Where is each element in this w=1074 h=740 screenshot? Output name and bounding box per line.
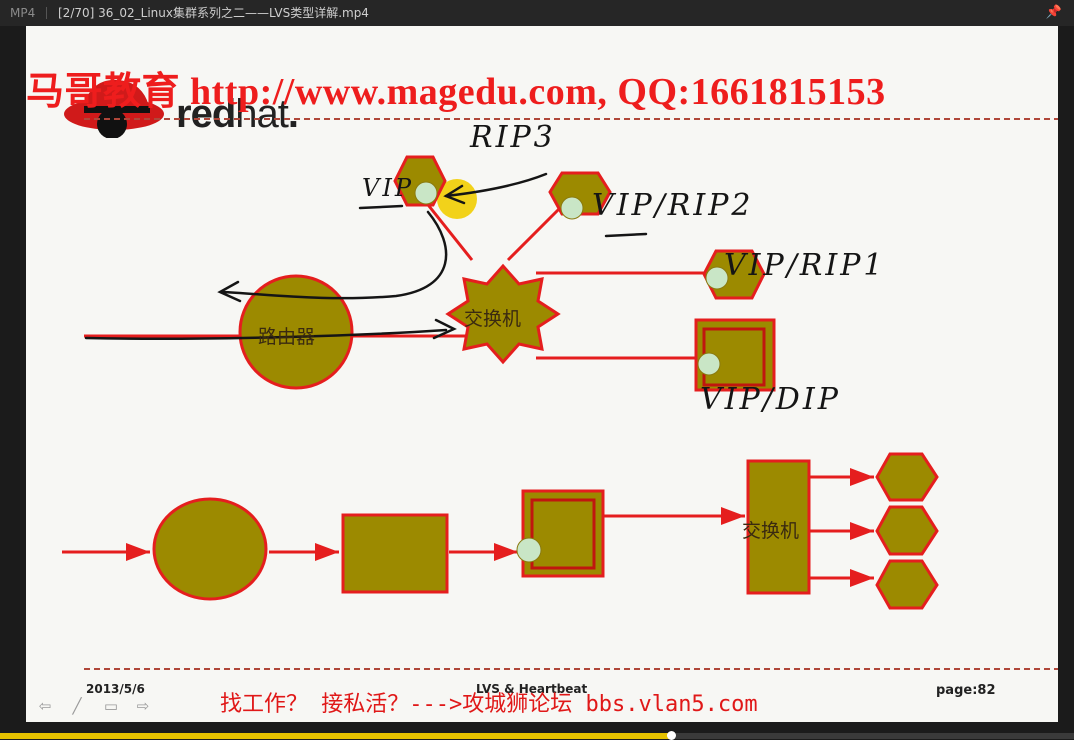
bottom-switch-label: 交换机 — [742, 520, 800, 542]
network-diagram — [62, 155, 939, 610]
ink-return-path — [220, 210, 448, 300]
router-label: 路由器 — [258, 326, 316, 348]
pen-icon[interactable]: ╱ — [72, 697, 82, 715]
video-frame: redhat. 马哥教育 http://www.magedu.com, QQ:1… — [26, 26, 1058, 722]
switch-rs3-link — [419, 195, 474, 261]
brand-hat: hat — [235, 92, 289, 136]
ink-arrowhead-rip3 — [443, 184, 466, 205]
bottom-director-inner — [530, 498, 596, 570]
handwriting-rip3: RIP3 — [470, 120, 556, 155]
menu-icon[interactable]: ▭ — [103, 697, 119, 715]
brand-red: red — [176, 92, 236, 136]
brand-wordmark: redhat. — [176, 92, 299, 137]
seek-bar[interactable] — [0, 731, 1074, 740]
file-format-label: MP4 — [10, 6, 36, 20]
top-connectors — [84, 195, 706, 360]
handwritten-annotations — [84, 172, 648, 340]
handwriting-vip-dip: VIP/DIP — [700, 382, 841, 417]
player-titlebar: MP4 [2/70] 36_02_Linux集群系列之二——LVS类型详解.mp… — [0, 0, 1074, 26]
brand-mark: . — [287, 92, 299, 136]
handwriting-vip-rip1: VIP/RIP1 — [724, 248, 886, 283]
bottom-router-node — [152, 497, 268, 601]
handwriting-vip-rip2: VIP/RIP2 — [592, 188, 754, 223]
header-rule — [84, 118, 1058, 120]
footer-topic: LVS & Heartbeat — [476, 682, 588, 696]
bottom-connectors — [62, 468, 874, 587]
divider — [46, 7, 47, 19]
router-node — [238, 274, 354, 390]
bottom-server-3 — [875, 559, 939, 610]
rs3-port — [414, 181, 438, 205]
ink-underline-vip — [358, 204, 404, 210]
ink-inbound-path — [84, 328, 448, 340]
ink-arrowhead-return — [217, 280, 242, 303]
ink-pointer-rip3 — [444, 172, 548, 198]
switch-label: 交换机 — [464, 308, 522, 330]
footer-ad: 找工作？ 接私活？--->攻城狮论坛 bbs.vlan5.com — [220, 692, 758, 717]
rs2-port — [560, 196, 584, 220]
bottom-server-1 — [875, 452, 939, 502]
page-number: page:82 — [936, 683, 996, 698]
watermark: 马哥教育 http://www.magedu.com, QQ:166181515… — [26, 71, 886, 113]
handwriting-vip: VIP — [362, 174, 414, 202]
pin-icon[interactable]: 📌 — [1045, 5, 1062, 20]
video-title: [2/70] 36_02_Linux集群系列之二——LVS类型详解.mp4 — [58, 6, 369, 20]
ink-underline-vip2 — [604, 232, 648, 238]
bottom-switch-node — [746, 459, 811, 595]
seek-handle[interactable] — [667, 731, 677, 740]
ink-arrowhead-switch — [432, 318, 457, 340]
redhat-logo — [64, 79, 164, 138]
footer-date: 2013/5/6 — [86, 682, 145, 696]
rs1-port — [705, 266, 729, 290]
footer-rule — [84, 668, 1058, 670]
director-port — [697, 352, 721, 376]
bottom-box-node — [341, 513, 449, 594]
switch-rs2-link — [506, 200, 568, 262]
seek-progress — [0, 733, 672, 739]
prev-slide-icon[interactable]: ⇦ — [38, 697, 52, 715]
next-slide-icon[interactable]: ⇨ — [136, 697, 150, 715]
bottom-server-2 — [875, 505, 939, 556]
bottom-director-port — [516, 537, 542, 563]
switch-node — [445, 263, 561, 365]
